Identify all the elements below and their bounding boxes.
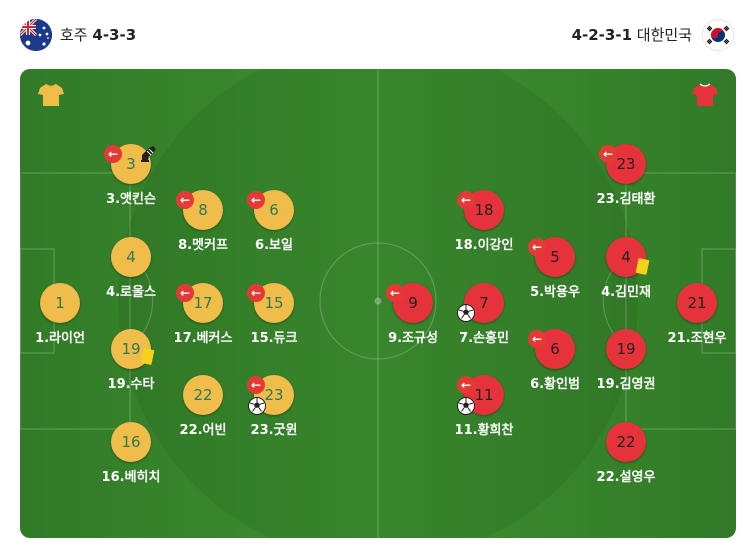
soccer-ball-icon <box>457 304 475 322</box>
arrow-left-icon: ← <box>528 330 546 348</box>
boot-icon <box>139 144 159 164</box>
player-number: 9 <box>408 294 418 312</box>
australia-flag-icon <box>20 19 52 51</box>
player-name: 7.손흥민 <box>459 331 509 346</box>
away-player-19[interactable]: 19 <box>606 329 646 369</box>
away-kit-icon <box>692 83 718 107</box>
arrow-left-icon: ← <box>247 191 265 209</box>
player-number: 17 <box>193 294 213 312</box>
player-name: 19.김영권 <box>596 377 656 392</box>
match-header: 호주 4-3-3 4-2-3-1 대한민국 <box>0 0 752 70</box>
player-number: 21 <box>687 294 707 312</box>
home-player-1[interactable]: 1 <box>40 283 80 323</box>
home-team: 호주 4-3-3 <box>60 24 136 45</box>
pitch: 1 1.라이언 3 3.앳킨슨 4 4.로울스 19 19.수타 16 16.베… <box>20 69 736 538</box>
arrow-left-icon: ← <box>457 191 475 209</box>
arrow-left-icon: ← <box>457 376 475 394</box>
player-number: 4 <box>126 248 136 266</box>
arrow-left-icon: ← <box>176 284 194 302</box>
player-number: 19 <box>121 340 141 358</box>
player-number: 4 <box>621 248 631 266</box>
home-player-4[interactable]: 4 <box>111 237 151 277</box>
away-team: 4-2-3-1 대한민국 <box>572 24 692 45</box>
player-name: 11.황희찬 <box>454 423 514 438</box>
player-number: 3 <box>126 155 136 173</box>
player-name: 15.듀크 <box>250 331 298 346</box>
player-number: 16 <box>121 433 141 451</box>
player-name: 9.조규성 <box>388 331 438 346</box>
away-player-22[interactable]: 22 <box>606 422 646 462</box>
player-number: 7 <box>479 294 489 312</box>
soccer-ball-icon <box>248 397 266 415</box>
arrow-left-icon: ← <box>247 376 265 394</box>
player-name: 19.수타 <box>107 377 155 392</box>
player-name: 22.어빈 <box>179 423 227 438</box>
player-name: 1.라이언 <box>35 331 85 346</box>
player-name: 5.박용우 <box>530 285 580 300</box>
home-player-16[interactable]: 16 <box>111 422 151 462</box>
player-number: 15 <box>264 294 284 312</box>
home-team-name: 호주 <box>60 26 88 44</box>
player-name: 23.김태환 <box>596 192 656 207</box>
player-name: 17.베커스 <box>173 331 233 346</box>
player-number: 6 <box>269 201 279 219</box>
player-number: 8 <box>198 201 208 219</box>
player-name: 23.굿윈 <box>250 423 298 438</box>
player-name: 3.앳킨슨 <box>106 192 156 207</box>
arrow-left-icon: ← <box>386 284 404 302</box>
player-name: 16.베히치 <box>101 470 161 485</box>
player-number: 1 <box>55 294 65 312</box>
arrow-left-icon: ← <box>247 284 265 302</box>
player-number: 11 <box>474 386 494 404</box>
player-name: 4.로울스 <box>106 285 156 300</box>
player-name: 6.보일 <box>255 238 293 253</box>
korea-flag-icon <box>702 19 734 51</box>
player-number: 18 <box>474 201 494 219</box>
player-name: 21.조현우 <box>667 331 727 346</box>
player-number: 23 <box>264 386 284 404</box>
player-number: 23 <box>616 155 636 173</box>
player-name: 4.김민재 <box>601 285 651 300</box>
home-formation: 4-3-3 <box>92 26 137 44</box>
player-name: 18.이강인 <box>454 238 514 253</box>
arrow-left-icon: ← <box>528 238 546 256</box>
arrow-left-icon: ← <box>176 191 194 209</box>
arrow-left-icon: ← <box>104 145 122 163</box>
player-number: 22 <box>616 433 636 451</box>
soccer-ball-icon <box>457 397 475 415</box>
arrow-left-icon: ← <box>599 145 617 163</box>
player-number: 22 <box>193 386 213 404</box>
player-name: 22.설영우 <box>596 470 656 485</box>
player-name: 8.멧커프 <box>178 238 228 253</box>
home-player-22[interactable]: 22 <box>183 375 223 415</box>
player-number: 19 <box>616 340 636 358</box>
away-formation: 4-2-3-1 <box>571 26 633 44</box>
player-name: 6.황인범 <box>530 377 580 392</box>
home-kit-icon <box>38 83 64 107</box>
player-number: 6 <box>550 340 560 358</box>
pitch-lines <box>20 69 736 538</box>
away-team-name: 대한민국 <box>636 26 692 44</box>
away-player-21[interactable]: 21 <box>677 283 717 323</box>
player-number: 5 <box>550 248 560 266</box>
